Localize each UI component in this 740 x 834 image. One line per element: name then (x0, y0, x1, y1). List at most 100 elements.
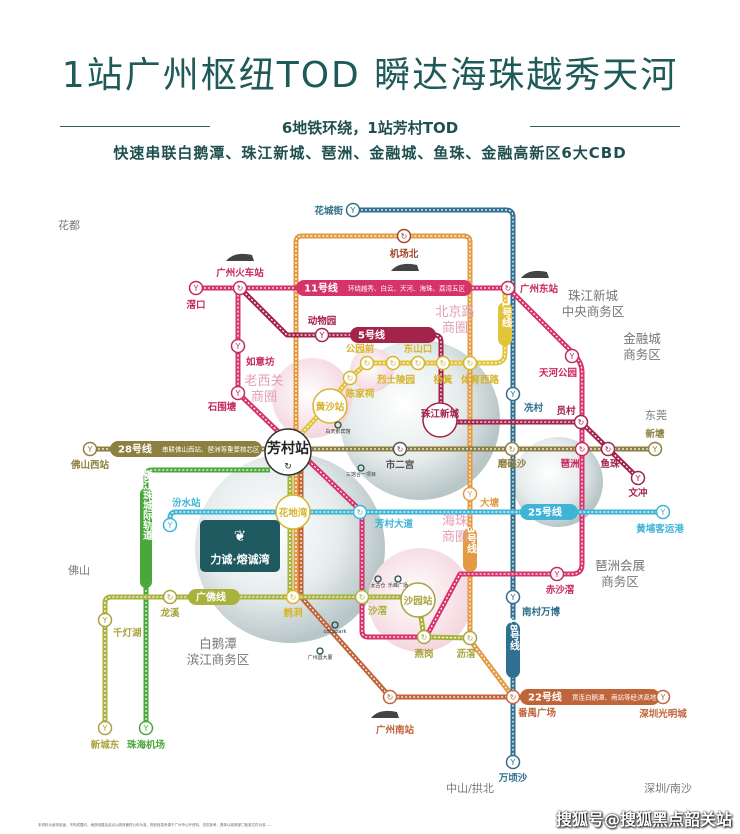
station-label: 体育西路 (461, 374, 500, 386)
line-l3-dots (295, 235, 514, 698)
landmark-icon (374, 575, 382, 583)
station-label: 杨箕 (433, 374, 453, 386)
line-l11-dots (196, 287, 583, 638)
station-longxi[interactable]: ↻龙溪 (159, 589, 180, 620)
svg-text:↻: ↻ (421, 633, 428, 642)
interchange-icon (359, 355, 375, 371)
project-name: 力诚·熔诚湾 (210, 552, 269, 566)
station-wenchong[interactable]: Y文冲 (627, 470, 648, 500)
station-guangzhoudong[interactable]: ↻广州东站 (500, 280, 559, 296)
project-marker[interactable]: ❦力诚·熔诚湾 (200, 520, 280, 572)
station-shayuan[interactable]: 沙园站 (400, 582, 436, 618)
svg-text:Y: Y (102, 616, 108, 625)
station-datang[interactable]: Y大塘 (462, 486, 500, 510)
interchange-icon (435, 355, 451, 371)
landmark-icon (357, 464, 365, 472)
station-fangcundadao[interactable]: ↻芳村大道 (352, 504, 414, 531)
station-guangzhou-huoche[interactable]: ↻广州火车站 (216, 267, 264, 296)
station-label: 黄埔客运港 (636, 523, 684, 535)
svg-text:↻: ↻ (605, 445, 612, 454)
interchange-icon (392, 441, 408, 457)
station-shiergong[interactable]: ↻市二宫 (386, 441, 415, 472)
airplane-icon (391, 263, 419, 271)
svg-text:Y: Y (467, 490, 473, 499)
line-name: 3号线 (465, 527, 477, 555)
station-label: 琶洲 (560, 459, 579, 470)
zone-label: 中央商务区 (562, 304, 625, 319)
station-jichangbei[interactable]: ↻机场北 (390, 228, 419, 261)
svg-text:↻: ↻ (440, 359, 447, 368)
station-hedong[interactable]: ↻鹤洞 (283, 589, 303, 620)
station-label: 龙溪 (159, 607, 180, 619)
station-label: 动物园 (308, 315, 337, 327)
zone-label: 商务区 (623, 347, 661, 362)
station-yangang[interactable]: ↻燕岗 (414, 629, 434, 661)
landmark-baitiane: 白天鹅宾馆 (325, 428, 350, 435)
station-label: 黄沙站 (316, 401, 345, 413)
station-label: 如意坊 (246, 356, 275, 368)
station-shajiao[interactable]: ↻沙滘 (354, 589, 388, 618)
station-label: 鹤洞 (283, 607, 302, 619)
station-yangji[interactable]: ↻ 杨箕 (433, 355, 453, 387)
station-label: 陈家祠 (346, 388, 375, 400)
station-label: 新城东 (91, 739, 120, 751)
station-xintang[interactable]: Y新塘 (645, 428, 665, 457)
interchange-icon (504, 441, 520, 457)
station-dongshankou[interactable]: ↻东山口 (404, 343, 433, 371)
station-yuzhu[interactable]: ↻鱼珠 (600, 441, 620, 471)
station-tiyuxilu[interactable]: ↻体育西路 (461, 355, 500, 387)
station-panyuguangchang[interactable]: ↻番禺广场 (505, 689, 557, 720)
station-guangzhounan[interactable]: ↻广州南站 (376, 689, 415, 737)
station-pazhou[interactable]: ↻琶洲 (560, 441, 590, 471)
landmark-icon (316, 647, 324, 655)
station-fangcun[interactable]: 芳村站↻ (264, 428, 312, 476)
station-xiancun[interactable]: Y冼村 (505, 386, 544, 415)
station-jiaokou[interactable]: Y滘口 (186, 280, 206, 312)
station-label: 万顷沙 (498, 773, 528, 784)
metro-logo-icon (314, 327, 330, 343)
station-lieshilingyuan[interactable]: ↻烈士陵园 (377, 355, 415, 387)
svg-text:Y: Y (167, 521, 173, 530)
station-label: 芳村站 (267, 440, 309, 457)
line-l18-dots (353, 209, 514, 762)
station-label: 滘口 (186, 299, 205, 311)
station-zhujiangxincheng[interactable]: 珠江新城 (421, 402, 460, 438)
station-lijiao[interactable]: ↻沥滘 (456, 630, 478, 661)
station-huadiwan[interactable]: 花地湾 (275, 494, 311, 530)
station-label: 番禺广场 (517, 707, 557, 719)
station-chenjiaci[interactable]: ↻陈家祠 (342, 370, 375, 401)
landmark-icon (331, 621, 339, 629)
station-label: 广州南站 (376, 724, 415, 736)
svg-text:↻: ↻ (578, 418, 585, 427)
zone-label: 海珠 (442, 514, 468, 529)
station-label: 冼村 (524, 402, 544, 414)
station-label: 广州东站 (520, 283, 559, 295)
station-huangsha[interactable]: 黄沙站 (312, 388, 348, 424)
interchange-icon (162, 589, 178, 605)
station-yuancun[interactable]: ↻员村 (556, 405, 589, 430)
line-label-l11: 11号线环绕越秀、白云、天河、海珠、荔湾五区 (296, 280, 472, 296)
station-label: 沥滘 (456, 648, 476, 660)
station-label: 芳村大道 (375, 518, 414, 530)
station-modiesha[interactable]: ↻磨碟沙 (497, 441, 527, 471)
line-name: 11号线 (304, 282, 338, 295)
station-gongyuanqian[interactable]: ↻公园前 (346, 343, 375, 371)
direction-foshan: 佛山 (68, 564, 90, 577)
